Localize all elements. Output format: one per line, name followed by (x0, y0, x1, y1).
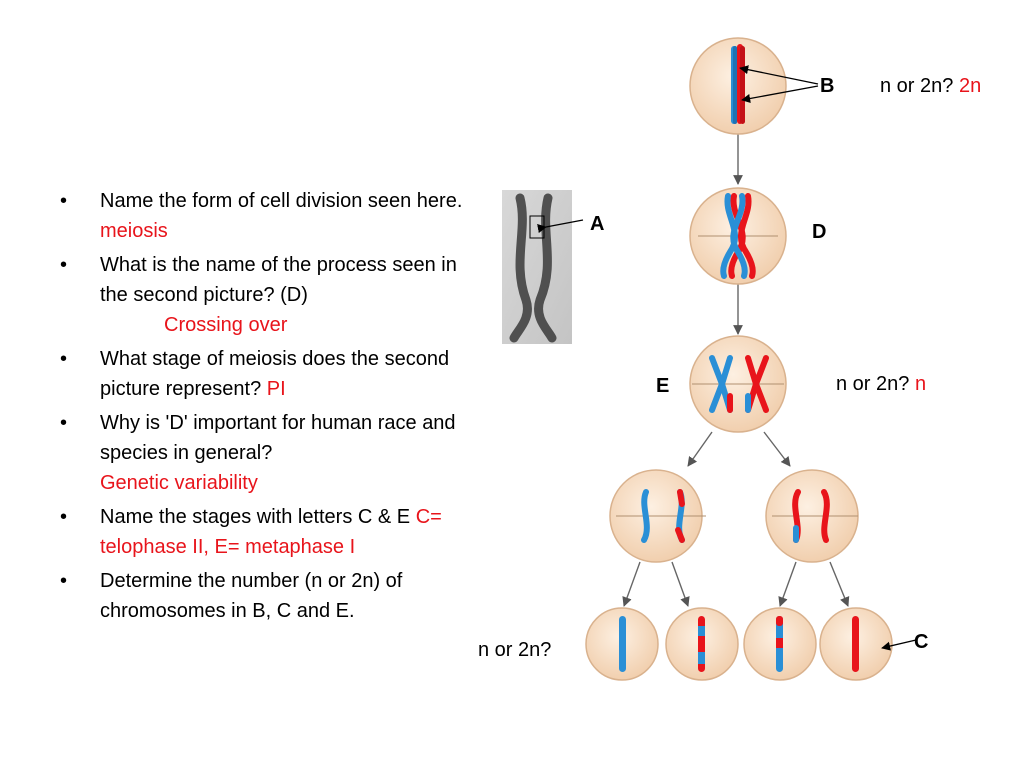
bullet: • (60, 348, 68, 370)
label-c: C (914, 631, 928, 653)
arrow-b-1 (739, 65, 819, 85)
daughter-cell-3 (743, 607, 817, 681)
cell-meiosis-ii-right (765, 469, 859, 563)
arrow-b-2 (741, 85, 819, 103)
answer-1: meiosis (100, 220, 168, 242)
bullet: • (60, 190, 68, 212)
bullet: • (60, 570, 68, 592)
arrow-c (881, 639, 917, 651)
flow-arrows (622, 134, 850, 607)
bullet: • (60, 506, 68, 528)
question-list: •Name the form of cell division seen her… (60, 186, 480, 630)
question-2: •What is the name of the process seen in… (60, 250, 480, 340)
cell-e (689, 335, 787, 433)
ploidy-c: n or 2n? (478, 639, 551, 661)
cell-d (689, 187, 787, 285)
question-1: •Name the form of cell division seen her… (60, 186, 480, 246)
label-d: D (812, 221, 826, 243)
question-4: •Why is 'D' important for human race and… (60, 408, 480, 498)
label-e: E (656, 375, 669, 397)
question-6: •Determine the number (n or 2n) of chrom… (60, 566, 480, 626)
arrow-a (537, 219, 584, 233)
ploidy-b: n or 2n? 2n (880, 75, 981, 97)
answer-4: Genetic variability (100, 472, 258, 494)
bullet: • (60, 254, 68, 276)
question-3: •What stage of meiosis does the second p… (60, 344, 480, 404)
answer-2: Crossing over (164, 314, 288, 336)
cell-b (689, 37, 787, 135)
daughter-cell-4 (819, 607, 893, 681)
answer-5: C= telophase II, E= metaphase I (100, 506, 442, 558)
cell-meiosis-ii-left (609, 469, 706, 563)
ploidy-e: n or 2n? n (836, 373, 926, 395)
label-a: A (590, 213, 604, 235)
daughter-cell-2 (665, 607, 739, 681)
answer-3: PI (266, 378, 286, 400)
label-b: B (820, 75, 834, 97)
chiasma-micrograph (502, 190, 572, 344)
bullet: • (60, 412, 68, 434)
question-5: •Name the stages with letters C & E C= t… (60, 502, 480, 562)
daughter-cell-1 (585, 607, 659, 681)
